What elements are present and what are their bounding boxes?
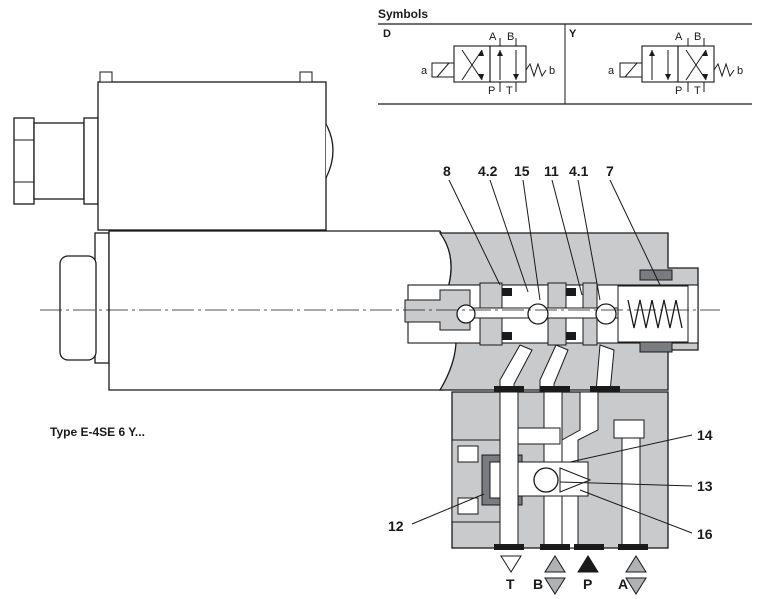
callout-8: 8 — [443, 163, 451, 179]
callout-14: 14 — [697, 427, 713, 443]
symbol-d-label: D — [383, 28, 391, 40]
symbol-d: D A B P T a — [383, 28, 555, 97]
symbol-d-port-t: T — [506, 85, 513, 97]
symbol-d-port-a: A — [489, 31, 497, 43]
symbol-d-side-a: a — [421, 65, 428, 77]
valve-body-upper — [404, 232, 699, 393]
symbols-title: Symbols — [378, 7, 428, 21]
symbol-y-side-b: b — [737, 65, 743, 77]
solenoid-coil — [59, 230, 458, 391]
port-t-arrow — [500, 555, 522, 573]
port-p-arrow — [577, 555, 599, 573]
callouts: 8 4.2 15 11 4.1 7 14 13 16 12 — [388, 163, 713, 542]
symbol-d-side-b: b — [549, 65, 555, 77]
callout-4-2: 4.2 — [478, 163, 498, 179]
port-a-label: A — [618, 576, 628, 592]
type-caption: Type E-4SE 6 Y... — [50, 425, 145, 439]
port-a-arrow-down — [625, 577, 647, 595]
symbol-y-port-a: A — [675, 31, 683, 43]
port-a-arrow-up — [625, 555, 647, 573]
port-b-label: B — [533, 576, 543, 592]
symbol-y-port-t: T — [694, 85, 701, 97]
callout-15: 15 — [514, 163, 530, 179]
solenoid-connector — [13, 71, 334, 231]
callout-12: 12 — [388, 518, 404, 534]
symbol-y-label: Y — [569, 28, 577, 40]
valve-body-lower — [451, 386, 669, 550]
port-b-arrow-down — [544, 577, 566, 595]
symbol-d-port-b: B — [507, 31, 514, 43]
callout-16: 16 — [697, 526, 713, 542]
callout-4-1: 4.1 — [569, 163, 589, 179]
symbol-y: Y A B P T a b — [569, 28, 743, 97]
callout-leaders — [411, 179, 693, 534]
port-t-label: T — [506, 576, 515, 592]
callout-11: 11 — [544, 163, 559, 179]
port-b-arrow-up — [544, 555, 566, 573]
port-p-label: P — [583, 576, 592, 592]
port-arrows: T B P A — [500, 555, 647, 595]
callout-7: 7 — [606, 163, 614, 179]
symbols-panel: Symbols D A B P T — [378, 7, 752, 105]
symbol-y-port-p: P — [675, 85, 682, 97]
symbol-y-port-b: B — [694, 31, 701, 43]
symbol-y-side-a: a — [608, 65, 615, 77]
callout-13: 13 — [697, 478, 713, 494]
symbol-d-port-p: P — [488, 85, 495, 97]
